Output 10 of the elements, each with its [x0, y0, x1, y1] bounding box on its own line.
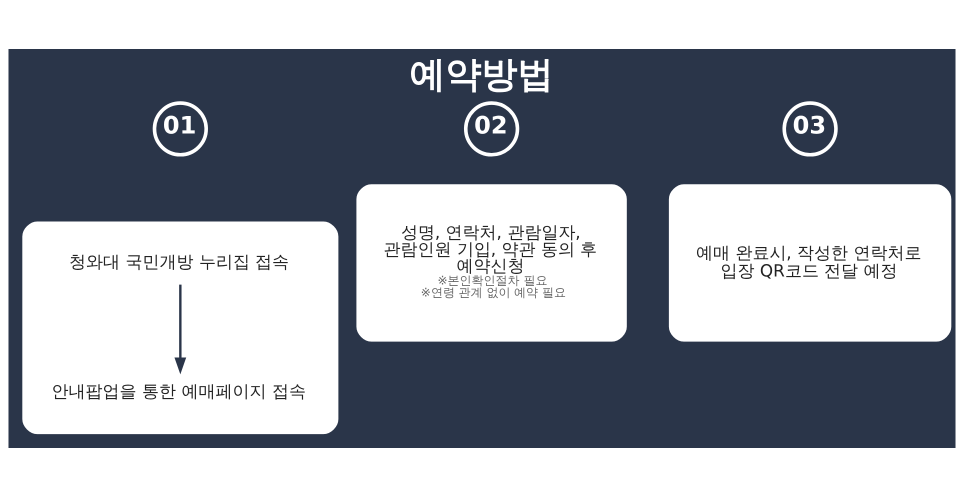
node-circle: 02 [464, 100, 520, 156]
node-text: 안내팝업을 통한 예매페이지 접속 [52, 380, 306, 401]
arrow [174, 284, 186, 374]
cluster [22, 220, 338, 434]
node-box: 성명, 연락처, 관람일자, 관람인원 기입, 약관 동의 후 예약신청 ※본인확인절차 필요 ※연령 관계 없이 예약 필요 [356, 184, 627, 342]
diagram-title: 예약방법 [409, 52, 554, 95]
node-text: 청와대 국민개방 누리집 접속 [69, 250, 290, 271]
node-circle: 03 [782, 100, 838, 156]
node-circle: 01 [152, 100, 208, 156]
node-box: 예매 완료시, 작성한 연락처로 입장 QR코드 전달 예정 [668, 184, 952, 342]
